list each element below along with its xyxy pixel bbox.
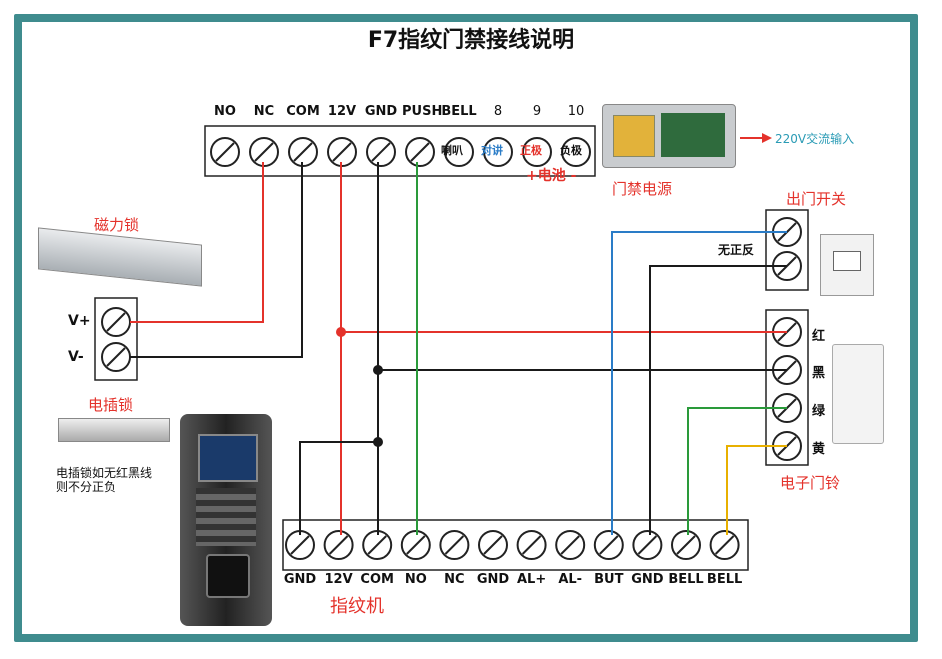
bottom-terminal-label: GND [476, 572, 510, 587]
bottom-terminal-label: BELL [668, 572, 704, 587]
top-terminal-label: 9 [532, 104, 542, 119]
bottom-terminal-label: BUT [594, 572, 624, 587]
exit-switch-label: 出门开关 [786, 190, 847, 208]
elec-lock-label: 电插锁 [88, 396, 134, 414]
no-polarity-label: 无正反 [718, 243, 755, 257]
maglock-vplus: V+ [68, 313, 91, 329]
top-terminal-label: NO [214, 104, 236, 119]
bottom-terminal-label: AL- [558, 572, 583, 587]
bottom-terminal-label: 12V [324, 572, 353, 587]
intercom-label: 对讲 [481, 144, 503, 157]
bottom-terminal-label: COM [360, 572, 394, 587]
diagram-title: F7指纹门禁接线说明 [367, 28, 575, 53]
bottom-terminal-label: AL+ [516, 572, 547, 587]
maglock-vminus: V- [68, 349, 84, 365]
exit-button-image [820, 234, 874, 296]
top-terminal-label: 10 [567, 104, 585, 119]
top-terminal-label: BELL [441, 104, 477, 119]
doorbell-label: 电子门铃 [780, 474, 841, 492]
doorbell-image [832, 344, 884, 444]
elec-lock-image [58, 418, 170, 442]
bottom-terminal-label: NO [404, 572, 427, 587]
maglock-label: 磁力锁 [94, 216, 140, 234]
top-terminal-9 [561, 137, 591, 167]
bottom-terminal-label: NC [444, 572, 465, 587]
battery-label: +电池 - [526, 168, 577, 184]
bell-color-green: 绿 [812, 404, 826, 419]
horn-label: 喇叭 [441, 144, 463, 157]
top-terminal-label: 8 [493, 104, 503, 119]
top-terminal-6 [444, 137, 474, 167]
elec-lock-note: 电插锁如无红黑线 则不分正负 [56, 466, 153, 494]
top-terminal-label: GND [364, 104, 398, 119]
bottom-terminal-label: GND [631, 572, 664, 587]
negative-label: 负极 [560, 144, 582, 157]
bottom-terminal-label: GND [283, 572, 317, 587]
top-terminal-7 [483, 137, 513, 167]
positive-label: 正极 [520, 144, 542, 157]
top-terminal-8 [522, 137, 552, 167]
top-terminal-label: 12V [327, 104, 357, 119]
machine-label: 指纹机 [330, 596, 384, 617]
ac-input-label: 220V交流输入 [775, 132, 855, 146]
bell-color-red: 红 [812, 329, 826, 344]
top-terminal-label: NC [253, 104, 275, 119]
power-supply-image [602, 104, 736, 168]
top-terminal-label: COM [286, 104, 320, 119]
power-supply-label: 门禁电源 [612, 180, 673, 198]
bell-color-black: 黑 [812, 366, 826, 381]
bottom-terminal-block [282, 519, 749, 571]
bottom-terminal-label: BELL [706, 572, 743, 587]
bell-color-yellow: 黄 [812, 442, 826, 457]
fingerprint-machine-image [180, 414, 272, 626]
top-terminal-label: PUSH [402, 104, 443, 119]
